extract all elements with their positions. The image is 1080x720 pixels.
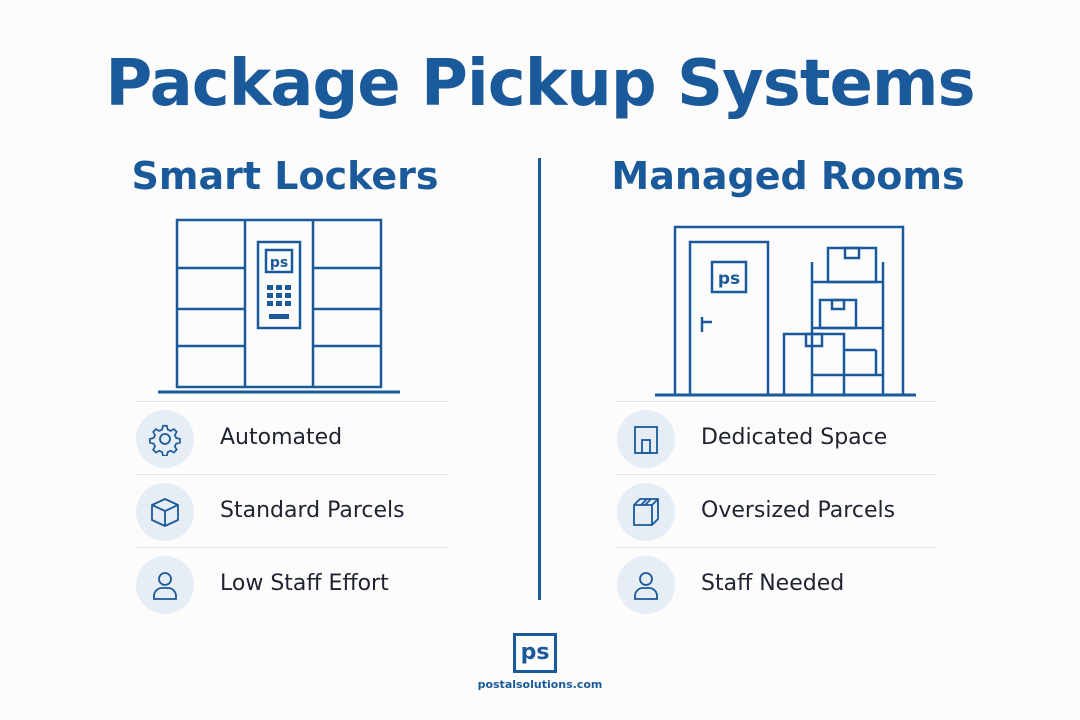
column-divider: [538, 158, 541, 600]
managed-room-illustration: ps: [655, 225, 916, 397]
building-icon: [617, 410, 675, 468]
feature-label: Automated: [220, 425, 343, 450]
gear-icon: [136, 410, 194, 468]
brand-logo: ps: [513, 633, 557, 673]
package-icon: [617, 483, 675, 541]
feature-label: Oversized Parcels: [701, 498, 896, 523]
box-icon: [136, 483, 194, 541]
locker-logo-text: ps: [270, 255, 288, 271]
smart-lockers-heading: Smart Lockers: [131, 154, 439, 198]
list-item: Dedicated Space: [617, 401, 935, 475]
feature-label: Staff Needed: [701, 571, 845, 596]
feature-label: Standard Parcels: [220, 498, 405, 523]
managed-rooms-feature-list: Dedicated Space Oversized Parcels Staff …: [617, 401, 935, 620]
list-item: Standard Parcels: [136, 475, 448, 548]
person-icon: [136, 556, 194, 614]
list-item: Oversized Parcels: [617, 475, 935, 548]
page-title: Package Pickup Systems: [105, 47, 975, 121]
brand-logo-text: ps: [520, 640, 550, 665]
list-item: Staff Needed: [617, 548, 935, 620]
smart-lockers-feature-list: Automated Standard Parcels Low Staff Eff…: [136, 401, 448, 620]
person-icon: [617, 556, 675, 614]
managed-rooms-heading: Managed Rooms: [611, 154, 965, 198]
brand-url: postalsolutions.com: [477, 678, 603, 691]
door-logo-text: ps: [718, 269, 740, 289]
feature-label: Dedicated Space: [701, 425, 888, 450]
list-item: Low Staff Effort: [136, 548, 448, 620]
feature-label: Low Staff Effort: [220, 571, 389, 596]
list-item: Automated: [136, 401, 448, 475]
smart-locker-illustration: ps: [158, 218, 400, 394]
